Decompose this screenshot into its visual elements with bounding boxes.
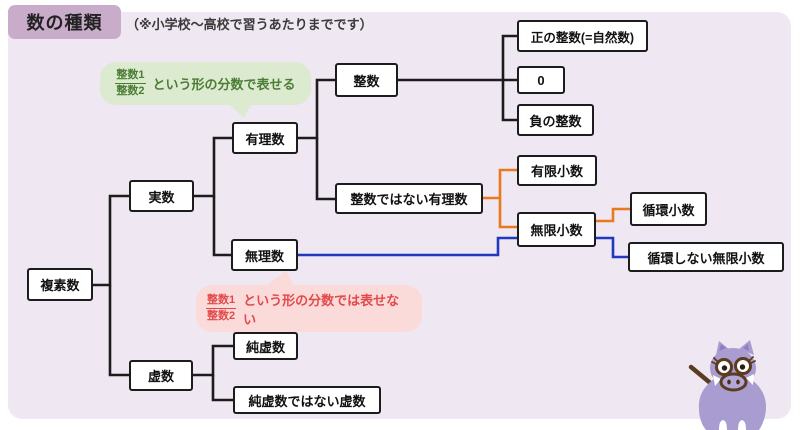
page-subtitle: （※小学校〜高校で習うあたりまでです） — [126, 17, 373, 32]
node-negative-integers: 負の整数 — [517, 104, 594, 136]
node-irrational-numbers: 無理数 — [231, 239, 298, 271]
irrational-annotation-text: という形の分数では表せない — [243, 292, 400, 327]
node-imaginary-numbers: 虚数 — [129, 360, 193, 391]
rational-annotation-bubble: 整数1 整数2 という形の分数で表せる — [100, 62, 311, 105]
fraction-integer1-over-integer2: 整数1 整数2 — [206, 293, 237, 322]
rational-annotation-text: という形の分数で表せる — [152, 77, 296, 92]
page-title: 数の種類 — [8, 5, 121, 39]
irrational-annotation-bubble: 整数1 整数2 という形の分数では表せない — [196, 285, 422, 332]
boar-mascot-icon — [688, 340, 766, 430]
node-zero: 0 — [517, 66, 565, 94]
node-infinite-decimals: 無限小数 — [517, 212, 596, 247]
node-pure-imaginary-numbers: 純虚数 — [233, 332, 298, 360]
node-non-pure-imaginary-numbers: 純虚数ではない虚数 — [233, 386, 381, 414]
page-title-text: 数の種類 — [26, 13, 103, 33]
node-non-integer-rationals: 整数ではない有理数 — [335, 183, 483, 214]
node-non-repeating-infinite-decimals: 循環しない無限小数 — [628, 242, 784, 272]
node-complex-numbers: 複素数 — [27, 268, 93, 301]
node-real-numbers: 実数 — [129, 180, 194, 212]
node-repeating-decimals: 循環小数 — [630, 192, 707, 226]
node-rational-numbers: 有理数 — [232, 122, 298, 154]
node-integers: 整数 — [335, 63, 398, 97]
node-finite-decimals: 有限小数 — [517, 155, 597, 186]
node-positive-integers: 正の整数(=自然数) — [517, 20, 648, 52]
fraction-integer1-over-integer2: 整数1 整数2 — [115, 68, 146, 97]
